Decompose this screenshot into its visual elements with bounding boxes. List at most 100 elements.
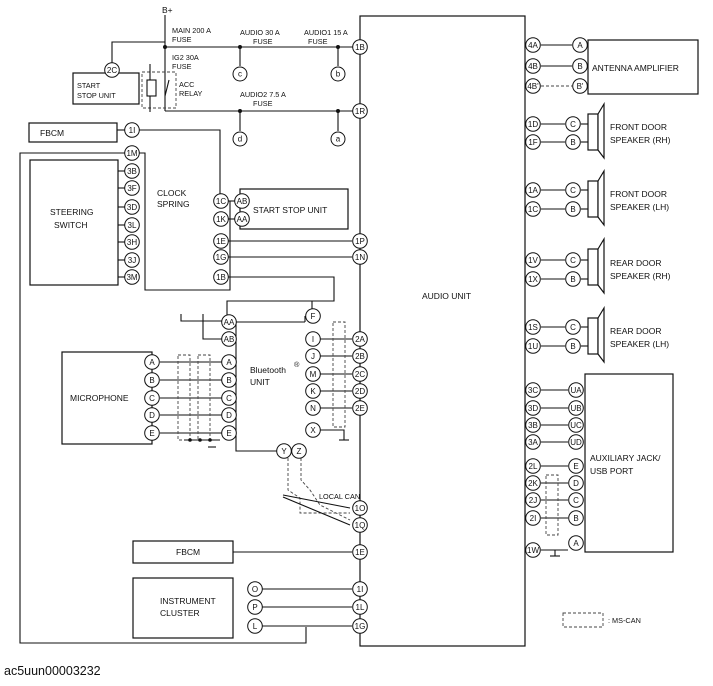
svg-text:B: B bbox=[149, 376, 154, 385]
connector-pin-ax-ua: UA bbox=[568, 382, 584, 398]
svg-text:D: D bbox=[226, 411, 232, 420]
svg-text:1B: 1B bbox=[216, 273, 226, 282]
connector-pin-cs-1e: 1E bbox=[213, 233, 229, 249]
audio1-fuse-label: AUDIO1 15 A bbox=[304, 28, 348, 37]
svg-text:AB: AB bbox=[237, 197, 248, 206]
fbcm-label-top: FBCM bbox=[40, 128, 64, 138]
svg-text:P: P bbox=[252, 603, 257, 612]
connector-pin-bm-d: D bbox=[221, 407, 237, 423]
svg-text:3B: 3B bbox=[528, 421, 538, 430]
ref-d-text: d bbox=[238, 135, 242, 144]
ref-d bbox=[232, 131, 248, 147]
connector-pin-ax-a: A bbox=[568, 535, 584, 551]
connector-pin-cs-1k: 1K bbox=[213, 211, 229, 227]
antenna-label: ANTENNA AMPLIFIER bbox=[592, 63, 679, 73]
audio2-fuse-word: FUSE bbox=[253, 99, 273, 108]
svg-text:4B: 4B bbox=[528, 62, 538, 71]
svg-text:L: L bbox=[253, 622, 258, 631]
ig2-fuse-label: IG2 30A bbox=[172, 53, 199, 62]
audio-unit-box bbox=[359, 15, 526, 647]
front-lh-label2: SPEAKER (LH) bbox=[610, 202, 669, 212]
connector-pin-mic-a: A bbox=[144, 354, 160, 370]
svg-text:B: B bbox=[570, 342, 575, 351]
connector-pin-cs-1b: 1B bbox=[213, 269, 229, 285]
svg-text:C: C bbox=[226, 394, 232, 403]
svg-text:C: C bbox=[570, 323, 576, 332]
pin-layer: 2C1I1M3B3F3D3L3H3J3M1C1KABAA1E1G1B1B1R1P… bbox=[104, 37, 588, 634]
connector-pin-bt-x: X bbox=[305, 422, 321, 438]
connector-pin-bm-a: A bbox=[221, 354, 237, 370]
ref-b-text: b bbox=[336, 70, 341, 79]
connector-pin-ax-uc: UC bbox=[568, 417, 584, 433]
svg-text:1I: 1I bbox=[129, 126, 136, 135]
rear-lh-label: REAR DOOR bbox=[610, 326, 661, 336]
svg-text:3C: 3C bbox=[528, 386, 538, 395]
svg-text:B': B' bbox=[577, 82, 584, 91]
svg-text:B: B bbox=[570, 205, 575, 214]
connector-pin-au-1n: 1N bbox=[352, 249, 368, 265]
steering-label: STEERING bbox=[50, 207, 93, 217]
connector-pin-bt-i: I bbox=[305, 331, 321, 347]
clock-spring-label2: SPRING bbox=[157, 199, 190, 209]
start-stop-unit-box-2 bbox=[239, 188, 349, 230]
bluetooth-label2: UNIT bbox=[250, 377, 270, 387]
svg-text:1O: 1O bbox=[355, 504, 366, 513]
instrument-label: INSTRUMENT bbox=[160, 596, 216, 606]
svg-text:I: I bbox=[312, 335, 314, 344]
svg-text:AA: AA bbox=[237, 215, 248, 224]
connector-pin-sp1-b: B bbox=[565, 134, 581, 150]
svg-text:AA: AA bbox=[224, 318, 235, 327]
connector-pin-sp1-c: C bbox=[565, 116, 581, 132]
svg-text:O: O bbox=[252, 585, 258, 594]
svg-text:J: J bbox=[311, 352, 315, 361]
connector-pin-au-2e: 2E bbox=[352, 400, 368, 416]
start-stop-label: START bbox=[77, 81, 101, 90]
svg-text:3L: 3L bbox=[128, 221, 137, 230]
svg-text:3F: 3F bbox=[127, 184, 136, 193]
clock-spring-label: CLOCK bbox=[157, 188, 187, 198]
svg-text:1E: 1E bbox=[355, 548, 365, 557]
connector-pin-cs-3f: 3F bbox=[124, 180, 140, 196]
svg-text:C: C bbox=[570, 186, 576, 195]
ref-c bbox=[232, 66, 248, 82]
connector-pin-au-1w: 1W bbox=[525, 542, 541, 558]
rear-lh-label2: SPEAKER (LH) bbox=[610, 339, 669, 349]
connector-pin-au-1l: 1L bbox=[352, 599, 368, 615]
svg-text:1M: 1M bbox=[126, 149, 137, 158]
svg-text:1E: 1E bbox=[216, 237, 226, 246]
microphone-box bbox=[61, 351, 153, 445]
svg-text:K: K bbox=[310, 387, 316, 396]
start-stop-label2: STOP UNIT bbox=[77, 91, 116, 100]
connector-pin-sp3-b: B bbox=[565, 271, 581, 287]
svg-text:2A: 2A bbox=[355, 335, 365, 344]
svg-text:1G: 1G bbox=[355, 622, 366, 631]
audio-fuse-word: FUSE bbox=[253, 37, 273, 46]
connector-pin-au-1c: 1C bbox=[525, 201, 541, 217]
connector-pin-au-1u: 1U bbox=[525, 338, 541, 354]
svg-text:2J: 2J bbox=[529, 496, 537, 505]
connector-pin-cs-1g: 1G bbox=[213, 249, 229, 265]
svg-text:3D: 3D bbox=[127, 203, 137, 212]
connector-pin-mic-b: B bbox=[144, 372, 160, 388]
rear-rh-label: REAR DOOR bbox=[610, 258, 661, 268]
svg-text:1A: 1A bbox=[528, 186, 538, 195]
svg-text:2L: 2L bbox=[529, 462, 538, 471]
acc-relay-box bbox=[141, 71, 177, 109]
local-can-label: LOCAL CAN bbox=[319, 492, 360, 501]
connector-pin-au-4b2: 4B' bbox=[525, 78, 541, 94]
connector-pin-bt-f: F bbox=[305, 308, 321, 324]
rear-rh-label2: SPEAKER (RH) bbox=[610, 271, 671, 281]
svg-text:F: F bbox=[311, 312, 316, 321]
connector-pin-au-2a: 2A bbox=[352, 331, 368, 347]
connector-pin-cs-3m: 3M bbox=[124, 269, 140, 285]
connector-pin-au-1f: 1F bbox=[525, 134, 541, 150]
connector-pin-au-3a: 3A bbox=[525, 434, 541, 450]
speaker-rear-lh: REAR DOOR SPEAKER (LH) bbox=[587, 305, 669, 364]
microphone-label: MICROPHONE bbox=[70, 393, 129, 403]
svg-text:3D: 3D bbox=[528, 404, 538, 413]
connector-pin-ax-e: E bbox=[568, 458, 584, 474]
connector-pin-au-1a: 1A bbox=[525, 182, 541, 198]
connector-pin-au-3d: 3D bbox=[525, 400, 541, 416]
wiring-diagram: B+ MAIN 200 A FUSE IG2 30A FUSE ACC RELA… bbox=[19, 5, 699, 647]
connector-pin-cs-3l: 3L bbox=[124, 217, 140, 233]
